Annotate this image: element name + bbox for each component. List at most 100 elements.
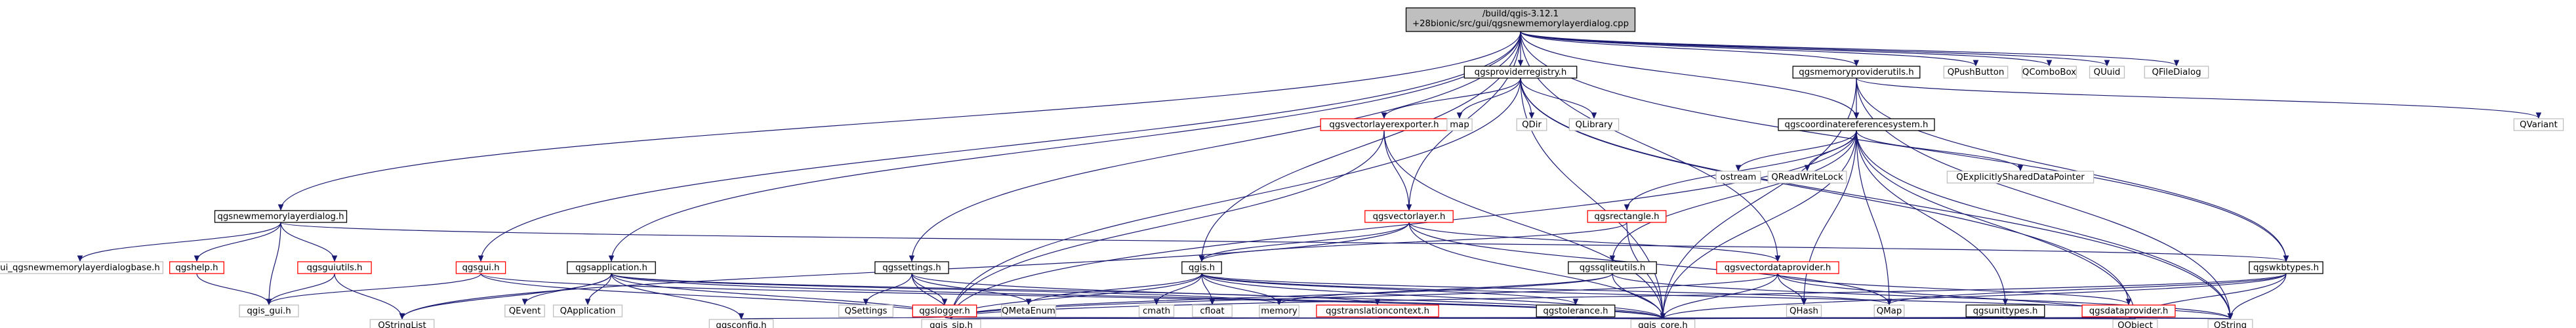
node-qgsvectorlayer[interactable]: qgsvectorlayer.h: [1364, 210, 1454, 223]
node-label: qgswkbtypes.h: [2253, 263, 2319, 273]
node-label: QUuid: [2094, 68, 2121, 77]
node-label: QString: [2214, 321, 2247, 328]
node-root[interactable]: /build/qgis-3.12.1+28bionic/src/gui/qgsn…: [1405, 7, 1636, 32]
node-box: [1568, 261, 1657, 274]
node-box: [874, 261, 949, 274]
node-box: [0, 261, 164, 274]
edge-qgsguiutils-to-qgis_gui: [269, 273, 335, 304]
node-label: QComboBox: [2022, 68, 2076, 77]
node-qgstolerance[interactable]: qgstolerance.h: [1536, 304, 1616, 318]
edge-qgsapplication-to-qgsconfig: [611, 273, 741, 319]
node-box: [1138, 304, 1175, 318]
node-ostream: ostream: [1715, 171, 1761, 184]
node-qgsguiutils[interactable]: qgsguiutils.h: [297, 261, 372, 274]
node-box: [2249, 261, 2323, 274]
node-box: [455, 261, 506, 274]
edge-qgsdataprovider-to-qgis_core: [1663, 317, 2129, 319]
node-label: QEvent: [509, 306, 541, 316]
edge-qgssettings-to-qmetaenum: [911, 273, 1029, 304]
edge-qgsguiutils-to-qstringlist: [334, 273, 402, 319]
node-qgsunittypes[interactable]: qgsunittypes.h: [1965, 304, 2045, 318]
node-label: qgsguiutils.h: [307, 263, 363, 273]
edge-qgscoordinatereferencesystem-to-qreadwritelock: [1807, 130, 1857, 171]
node-label: QFileDialog: [2152, 68, 2201, 77]
node-qexplicitlyshareddatapointer: QExplicitlySharedDataPointer: [1946, 171, 2095, 184]
node-qgsmemoryproviderutils[interactable]: qgsmemoryproviderutils.h: [1792, 66, 1921, 79]
node-qgstranslationcontext[interactable]: qgstranslationcontext.h: [1316, 304, 1439, 318]
node-box: [708, 319, 774, 328]
node-label: QHash: [1789, 306, 1818, 316]
node-box: [2144, 66, 2209, 79]
node-qgsvectordataprovider[interactable]: qgsvectordataprovider.h: [1716, 261, 1839, 274]
edge-qgsproviderregistry-to-qgis_core: [1520, 77, 1663, 319]
edge-qgis-to-qmap: [1201, 273, 1889, 304]
node-qgslogger[interactable]: qgslogger.h: [912, 304, 977, 318]
edge-qgsvectorlayerexporter-to-qgsvectorlayer: [1383, 130, 1409, 210]
node-label: qgsvectordataprovider.h: [1725, 263, 1831, 273]
node-qgis[interactable]: qgis.h: [1181, 261, 1222, 274]
node-label: QExplicitlySharedDataPointer: [1956, 173, 2085, 182]
node-qgswkbtypes[interactable]: qgswkbtypes.h: [2249, 261, 2323, 274]
node-qgsproviderregistry[interactable]: qgsproviderregistry.h: [1463, 66, 1578, 79]
node-layer: /build/qgis-3.12.1+28bionic/src/gui/qgsn…: [0, 7, 2564, 328]
edge-qgsproviderregistry-to-map: [1460, 77, 1521, 118]
node-label: qgshelp.h: [175, 263, 218, 273]
node-qgis-sip: qgis_sip.h: [921, 319, 981, 328]
node-qstringlist: QStringList: [369, 319, 435, 328]
node-label: qgsconfig.h: [716, 321, 766, 328]
edge-root-to-qfiledialog: [1520, 31, 2177, 66]
node-qgshelp[interactable]: qgshelp.h: [169, 261, 224, 274]
node-qgsrectangle[interactable]: qgsrectangle.h: [1587, 210, 1667, 223]
edge-qgssqliteutils-to-memory: [1279, 273, 1613, 304]
node-box: [2089, 66, 2125, 79]
node-box: [1778, 118, 1935, 131]
node-box: [567, 261, 656, 274]
edge-root-to-qgsnewmemorylayerdialog: [281, 31, 1521, 210]
node-qevent: QEvent: [504, 304, 545, 318]
node-box: [297, 261, 372, 274]
node-label: qgsunittypes.h: [1973, 306, 2038, 316]
edge-qgsapplication-to-qstringlist: [402, 273, 612, 319]
edge-qgsnewmemorylayerdialog-to-qgswkbtypes: [280, 222, 2286, 261]
node-box: [214, 210, 348, 223]
edge-qgsvectorlayer-to-qgsvectordataprovider: [1408, 222, 1778, 261]
node-map: map: [1446, 118, 1473, 131]
node-box: [1767, 171, 1847, 184]
node-box: [1181, 261, 1222, 274]
node-box: [1405, 7, 1636, 32]
node-label: QSettings: [844, 306, 887, 316]
edge-qgswkbtypes-to-qmap: [1889, 273, 2287, 304]
edge-qgssettings-to-qsettings: [866, 273, 912, 304]
node-qgssqliteutils[interactable]: qgssqliteutils.h: [1568, 261, 1657, 274]
node-label: qgsnewmemorylayerdialog.h: [217, 212, 344, 222]
node-box: [552, 304, 623, 318]
node-label: qgsvectorlayer.h: [1373, 212, 1446, 222]
edge-qgsapplication-to-memory: [611, 273, 1279, 304]
node-qgsdataprovider[interactable]: qgsdataprovider.h: [2081, 304, 2176, 318]
edge-qgsnewmemorylayerdialog-to-qgis_gui: [269, 222, 281, 304]
node-label: qgstolerance.h: [1543, 306, 1608, 316]
node-box: [2207, 319, 2253, 328]
node-label: qgis_sip.h: [930, 321, 973, 328]
node-qgsapplication[interactable]: qgsapplication.h: [567, 261, 656, 274]
node-qgsgui[interactable]: qgsgui.h: [455, 261, 506, 274]
node-qdir: QDir: [1516, 118, 1547, 131]
node-qgsvectorlayerexporter[interactable]: qgsvectorlayerexporter.h: [1320, 118, 1448, 131]
node-box: [1001, 304, 1056, 318]
node-qgscoordinatereferencesystem[interactable]: qgscoordinatereferencesystem.h: [1778, 118, 1935, 131]
edge-qgsnewmemorylayerdialog-to-ui_qgsnewmemorylayerdialogbase: [80, 222, 281, 261]
edge-qgshelp-to-qgis_gui: [196, 273, 269, 304]
edge-qgsmemoryproviderutils-to-qstring: [1856, 77, 2230, 319]
node-box: [1786, 304, 1822, 318]
edge-qgscoordinatereferencesystem-to-qgsrectangle: [1627, 130, 1857, 210]
node-qgssettings[interactable]: qgssettings.h: [874, 261, 949, 274]
node-qgsnewmemorylayerdialog[interactable]: qgsnewmemorylayerdialog.h: [214, 210, 348, 223]
node-qmetaenum: QMetaEnum: [1001, 304, 1056, 318]
node-box: [1536, 304, 1616, 318]
edge-root-to-qpushbutton: [1520, 31, 1976, 66]
edge-qgsapplication-to-qgstranslationcontext: [611, 273, 1378, 304]
node-box: [1516, 118, 1547, 131]
node-box: [1965, 304, 2045, 318]
node-box: [1946, 171, 2095, 184]
node-qsettings: QSettings: [838, 304, 893, 318]
